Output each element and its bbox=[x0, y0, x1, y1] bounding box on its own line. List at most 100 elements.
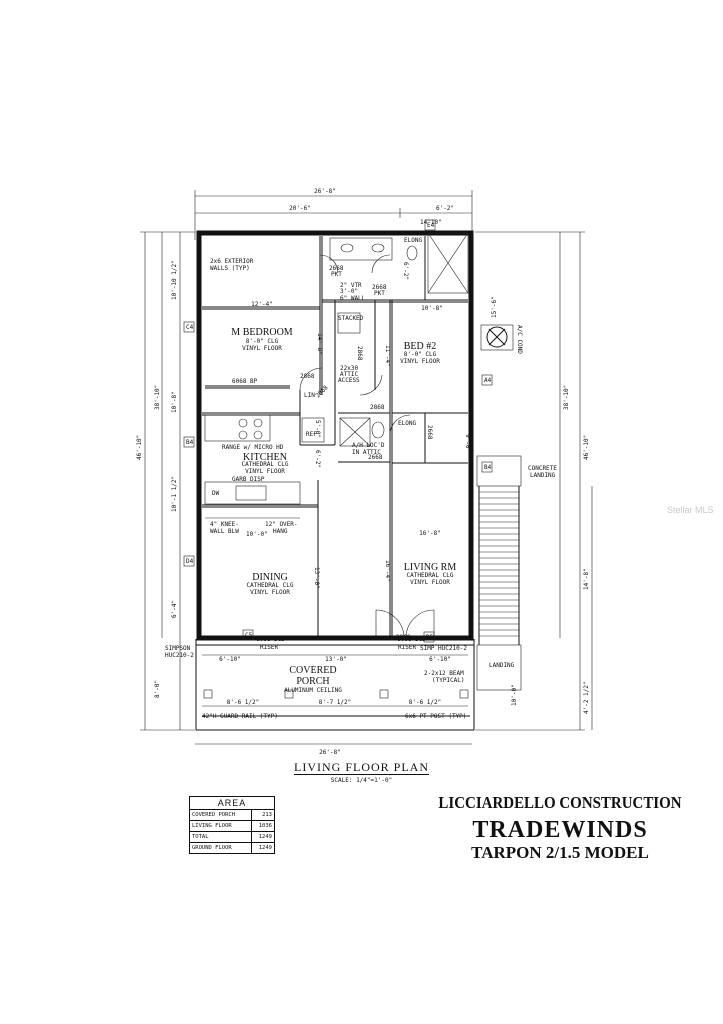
note-slider-mbed: 6068 BP bbox=[232, 378, 258, 385]
note-stacked: STACKED bbox=[338, 315, 364, 322]
dim-overall-width-bottom: 26'-8" bbox=[319, 749, 341, 756]
note-overhang: 12" OVER-HANG bbox=[265, 521, 298, 535]
dim-5-0: 5'-0" bbox=[314, 420, 321, 438]
note-garb: GARB DISP bbox=[232, 476, 265, 483]
dim-porch-s2: 8'-7 1/2" bbox=[319, 699, 352, 706]
porch-ceiling: ALUMINUM CEILING bbox=[284, 687, 342, 694]
watermark: Stellar MLS bbox=[667, 505, 714, 515]
area-header: AREA bbox=[189, 796, 275, 810]
note-beam: 2-2x12 BEAM(TYPICAL) bbox=[424, 670, 465, 684]
tag-c5: C5 bbox=[245, 632, 253, 639]
note-guard-rail: 42"H GUARD RAIL (TYP) bbox=[202, 713, 278, 720]
note-sgd-dining: 6068 SGD bbox=[256, 636, 285, 643]
dim-living-depth: 16'-4" bbox=[384, 560, 391, 582]
note-wall6: 6" WALL bbox=[340, 295, 366, 302]
dim-mbed-width: 12'-4" bbox=[251, 301, 273, 308]
dim-mbed-left2: 10'-8" bbox=[171, 391, 178, 413]
dim-porch-w2: 13'-0" bbox=[325, 656, 347, 663]
note-elong-top: ELONG bbox=[404, 237, 422, 244]
fixtures bbox=[204, 232, 514, 519]
door-2668-c: 2668 bbox=[426, 425, 433, 440]
dim-top-left: 20'-6" bbox=[289, 205, 311, 212]
note-lin: LIN bbox=[304, 392, 315, 399]
tag-d4: D4 bbox=[186, 558, 194, 565]
note-vtr: 2" VTR bbox=[340, 282, 362, 289]
dim-landing: 4'-2 1/2" bbox=[583, 681, 590, 714]
dim-dining-left: 6'-4" bbox=[171, 600, 178, 618]
plan-title: LIVING FLOOR PLAN bbox=[0, 760, 723, 775]
door-2068: 2068 bbox=[314, 384, 329, 399]
dim-mbed-left: 10'-10 1/2" bbox=[171, 260, 178, 300]
dim-3-0: 3'-0" bbox=[340, 288, 358, 295]
note-riser-right: RISER bbox=[398, 644, 416, 651]
room-bed2: BED #2 bbox=[404, 341, 437, 352]
dim-dining-depth: 13'-0" bbox=[313, 567, 320, 589]
dim-stair-run: 14'-8" bbox=[583, 568, 590, 590]
dim-left-total: 46'-10" bbox=[136, 435, 143, 460]
model-subtitle: TARPON 2/1.5 MODEL bbox=[471, 843, 649, 862]
porch-rail bbox=[202, 689, 470, 717]
tag-c4: C4 bbox=[186, 324, 194, 331]
note-sgd-living: 6068 SGD bbox=[397, 636, 426, 643]
note-riser-left: RISER bbox=[260, 644, 278, 651]
dim-porch-depth: 8'-0" bbox=[154, 680, 161, 698]
note-ref: REF bbox=[306, 431, 317, 438]
dim-porch-w1: 6'-10" bbox=[219, 656, 241, 663]
dim-6-2b: 6'-2" bbox=[314, 450, 321, 468]
dim-porch-right: 10'-0" bbox=[511, 684, 518, 706]
dim-kitchen-left: 10'-1 1/2" bbox=[171, 476, 178, 512]
plan-title-text: LIVING FLOOR PLAN bbox=[294, 760, 429, 775]
dim-top-right: 6'-2" bbox=[436, 205, 454, 212]
note-simp: SIMP HUC210-2 bbox=[420, 645, 467, 652]
tag-b4-right: B4 bbox=[484, 464, 492, 471]
door-2868-d: 2868 bbox=[396, 634, 411, 641]
door-2868-b: 2868 bbox=[356, 346, 363, 361]
dim-11-4: 11'-4" bbox=[384, 345, 391, 367]
dim-6-2: 6'-2" bbox=[402, 262, 409, 280]
tag-e4: E4 bbox=[427, 222, 435, 229]
interior-walls bbox=[202, 236, 468, 638]
room-m-bedroom: M BEDROOM bbox=[231, 327, 293, 338]
dim-porch-w3: 6'-10" bbox=[429, 656, 451, 663]
dim-porch-s1: 8'-6 1/2" bbox=[227, 699, 260, 706]
dim-living-width: 16'-8" bbox=[419, 530, 441, 537]
room-kitchen: KITCHEN bbox=[243, 452, 287, 463]
note-dw: DW bbox=[212, 490, 220, 497]
note-range: RANGE w/ MICRO HD bbox=[222, 444, 284, 451]
dim-10-0: 10'-0" bbox=[246, 531, 268, 538]
note-knee-wall: 4" KNEE-WALL BLW bbox=[210, 521, 239, 535]
exterior-stairs bbox=[476, 455, 522, 691]
dim-14-10: 14'10" bbox=[420, 219, 442, 226]
note-post: 6x6 PT POST (TYP) bbox=[405, 713, 466, 720]
tag-b4-left: B4 bbox=[186, 439, 194, 446]
door-2868-c: 2868 bbox=[370, 404, 385, 411]
dim-left-inner: 38'-10" bbox=[154, 385, 161, 410]
dim-9-0: 9'-0" bbox=[464, 434, 471, 452]
door-2668-d: 2668 bbox=[368, 454, 383, 461]
note-elong-mid: ELONG bbox=[398, 420, 416, 427]
tag-d5: D5 bbox=[426, 634, 434, 641]
dimension-lines bbox=[140, 190, 593, 745]
model-name: TRADEWINDS bbox=[472, 817, 648, 843]
company-name: LICCIARDELLO CONSTRUCTION bbox=[438, 793, 682, 812]
exterior-walls bbox=[195, 230, 475, 731]
door-2868-a: 2868 bbox=[300, 373, 315, 380]
room-living: LIVING RM bbox=[404, 562, 457, 573]
